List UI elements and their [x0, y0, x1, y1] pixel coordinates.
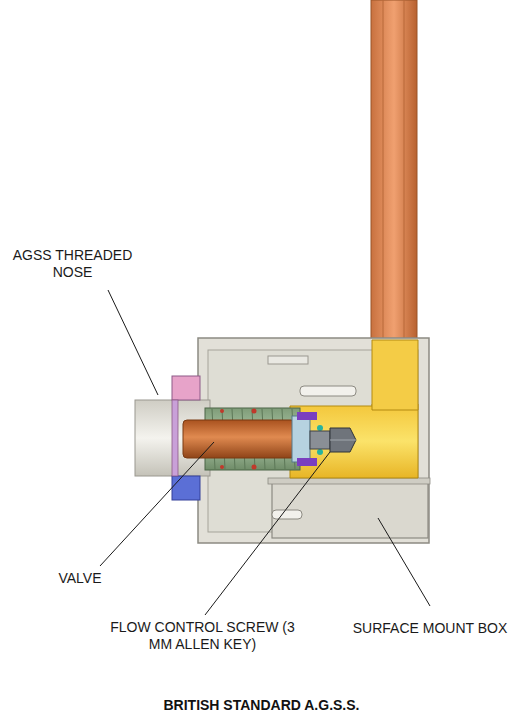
part-label: AGSS THREADED NOSE: [10, 247, 135, 281]
part-label: SURFACE MOUNT BOX: [335, 620, 523, 637]
part-label: FLOW CONTROL SCREW (3 MM ALLEN KEY): [110, 619, 295, 653]
part-label: VALVE: [45, 570, 115, 587]
figure-caption: BRITISH STANDARD A.G.S.S.: [0, 697, 523, 713]
